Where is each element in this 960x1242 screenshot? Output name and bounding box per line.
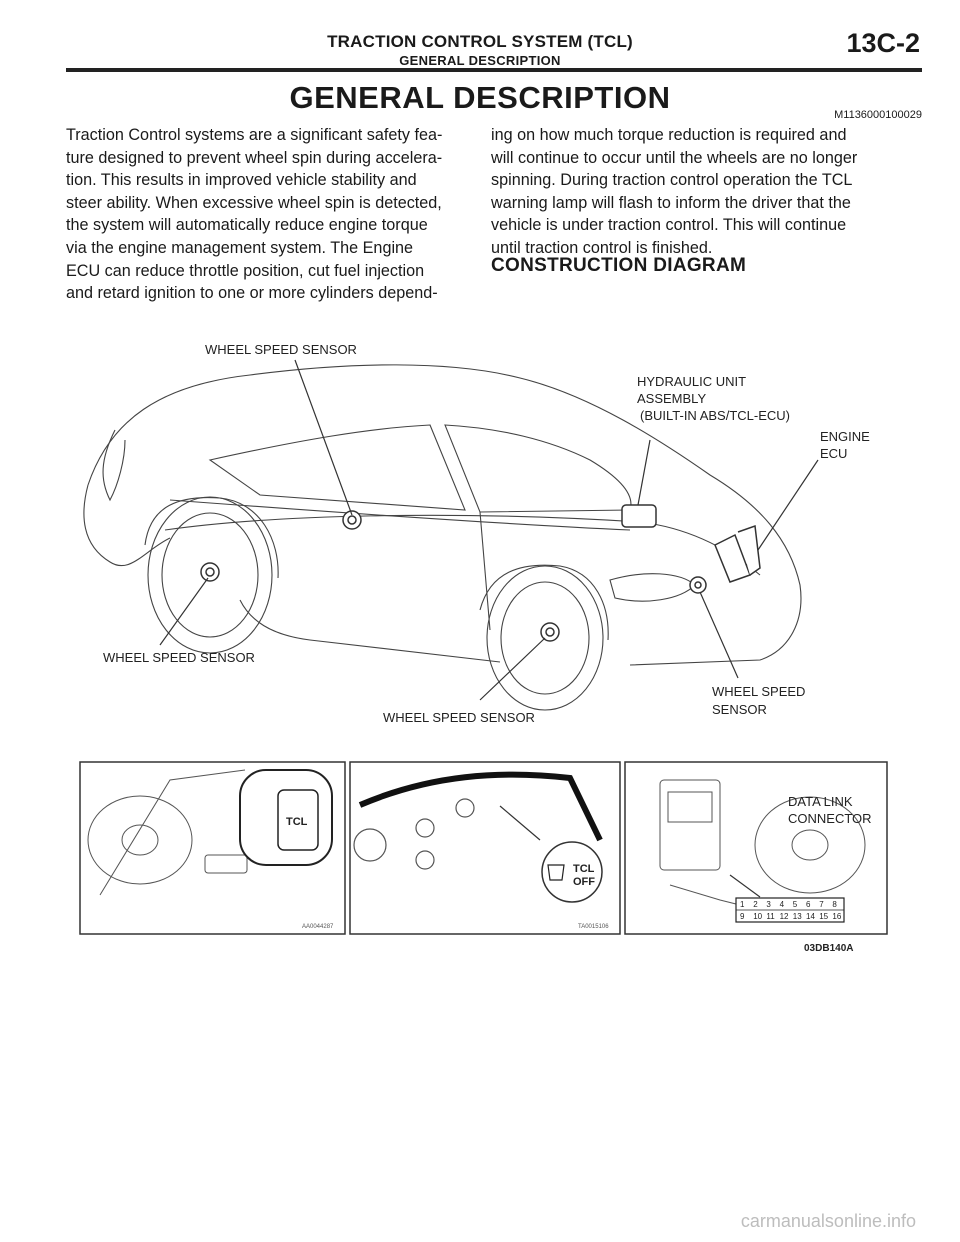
body-line: and retard ignition to one or more cylin… [66, 284, 438, 303]
label-wheel-speed-sensor-right-1: WHEEL SPEED [712, 684, 805, 699]
label-wheel-speed-sensor-right-2: SENSOR [712, 702, 767, 717]
section-title: GENERAL DESCRIPTION [289, 80, 671, 115]
connector-pin-10: 10 [753, 912, 762, 921]
label-wheel-speed-sensor-rear: WHEEL SPEED SENSOR [205, 342, 357, 357]
label-hydraulic-unit-2: ASSEMBLY [637, 391, 706, 406]
dlc-label-1: DATA LINK [788, 794, 853, 809]
tcl-off-label-1: TCL [573, 863, 595, 875]
body-line: until traction control is finished. [491, 238, 713, 257]
car-outline [83, 364, 802, 711]
connector-pin-11: 11 [766, 912, 775, 921]
diagram-labels: WHEEL SPEED SENSOR HYDRAULIC UNIT ASSEMB… [103, 342, 870, 725]
body-right-column: ing on how much torque reduction is requ… [491, 124, 895, 260]
connector-pin-2: 2 [753, 900, 758, 909]
body-line: steer ability. When excessive wheel spin… [66, 193, 442, 212]
connector-pin-5: 5 [793, 900, 798, 909]
label-engine-ecu-1: ENGINE [820, 429, 870, 444]
label-hydraulic-unit-1: HYDRAULIC UNIT [637, 374, 746, 389]
body-line: ECU can reduce throttle position, cut fu… [66, 261, 425, 280]
construction-heading: CONSTRUCTION DIAGRAM [491, 255, 747, 276]
body-line: ing on how much torque reduction is requ… [491, 126, 847, 144]
connector-pin-7: 7 [819, 900, 824, 909]
connector-pin-3: 3 [766, 900, 771, 909]
connector-pin-13: 13 [793, 912, 802, 921]
body-line: via the engine management system. The En… [66, 238, 414, 257]
connector-pin-8: 8 [832, 900, 837, 909]
body-left-column: Traction Control systems are a significa… [66, 124, 470, 305]
body-line: will continue to occur until the wheels … [491, 148, 858, 167]
panel-code-left: AA0044287 [302, 924, 334, 930]
leader-lines [159, 359, 819, 701]
label-engine-ecu-2: ECU [820, 446, 847, 461]
construction-diagram: WHEEL SPEED SENSOR HYDRAULIC UNIT ASSEMB… [70, 300, 890, 960]
panel-code-mid: TA0015106 [578, 924, 609, 930]
page-number: 13C-2 [846, 28, 920, 58]
connector-pin-1: 1 [740, 900, 745, 909]
label-wheel-speed-sensor-front: WHEEL SPEED SENSOR [383, 710, 535, 725]
sensor-components [200, 504, 761, 642]
connector-pin-6: 6 [806, 900, 811, 909]
connector-pin-12: 12 [780, 912, 789, 921]
header-title: TRACTION CONTROL SYSTEM (TCL) [327, 32, 633, 51]
body-line: tion. This results in improved vehicle s… [66, 171, 417, 190]
header-subtitle: GENERAL DESCRIPTION [399, 53, 561, 68]
tcl-off-label-2: OFF [573, 876, 595, 888]
footer-watermark: carmanualsonline.info [740, 1211, 916, 1231]
body-line: the system will automatically reduce eng… [66, 216, 428, 235]
figure-code: 03DB140A [804, 943, 853, 954]
body-line: vehicle is under traction control. This … [491, 216, 847, 235]
connector-pin-4: 4 [780, 900, 785, 909]
construction-diagram-svg: WHEEL SPEED SENSOR HYDRAULIC UNIT ASSEMB… [79, 342, 888, 954]
label-wheel-speed-sensor-left: WHEEL SPEED SENSOR [103, 650, 255, 665]
body-line: Traction Control systems are a significa… [66, 126, 443, 144]
header-rule [66, 68, 922, 72]
connector-pin-14: 14 [806, 912, 815, 921]
connector-pin-15: 15 [819, 912, 828, 921]
label-hydraulic-unit-3: (BUILT-IN ABS/TCL-ECU) [640, 408, 790, 423]
connector-pin-16: 16 [832, 912, 841, 921]
panel-tcl-switch: TCL AA0044287 [79, 761, 346, 935]
tcl-switch-label: TCL [286, 816, 308, 828]
body-line: warning lamp will flash to inform the dr… [491, 193, 851, 212]
connector-pin-9: 9 [740, 912, 745, 921]
reference-code: M1136000100029 [834, 109, 922, 121]
body-line: ture designed to prevent wheel spin duri… [66, 148, 443, 167]
panel-meter-cluster: TCL OFF TA0015106 [349, 761, 621, 935]
body-line: spinning. During traction control operat… [491, 171, 853, 190]
dlc-label-2: CONNECTOR [788, 811, 872, 826]
